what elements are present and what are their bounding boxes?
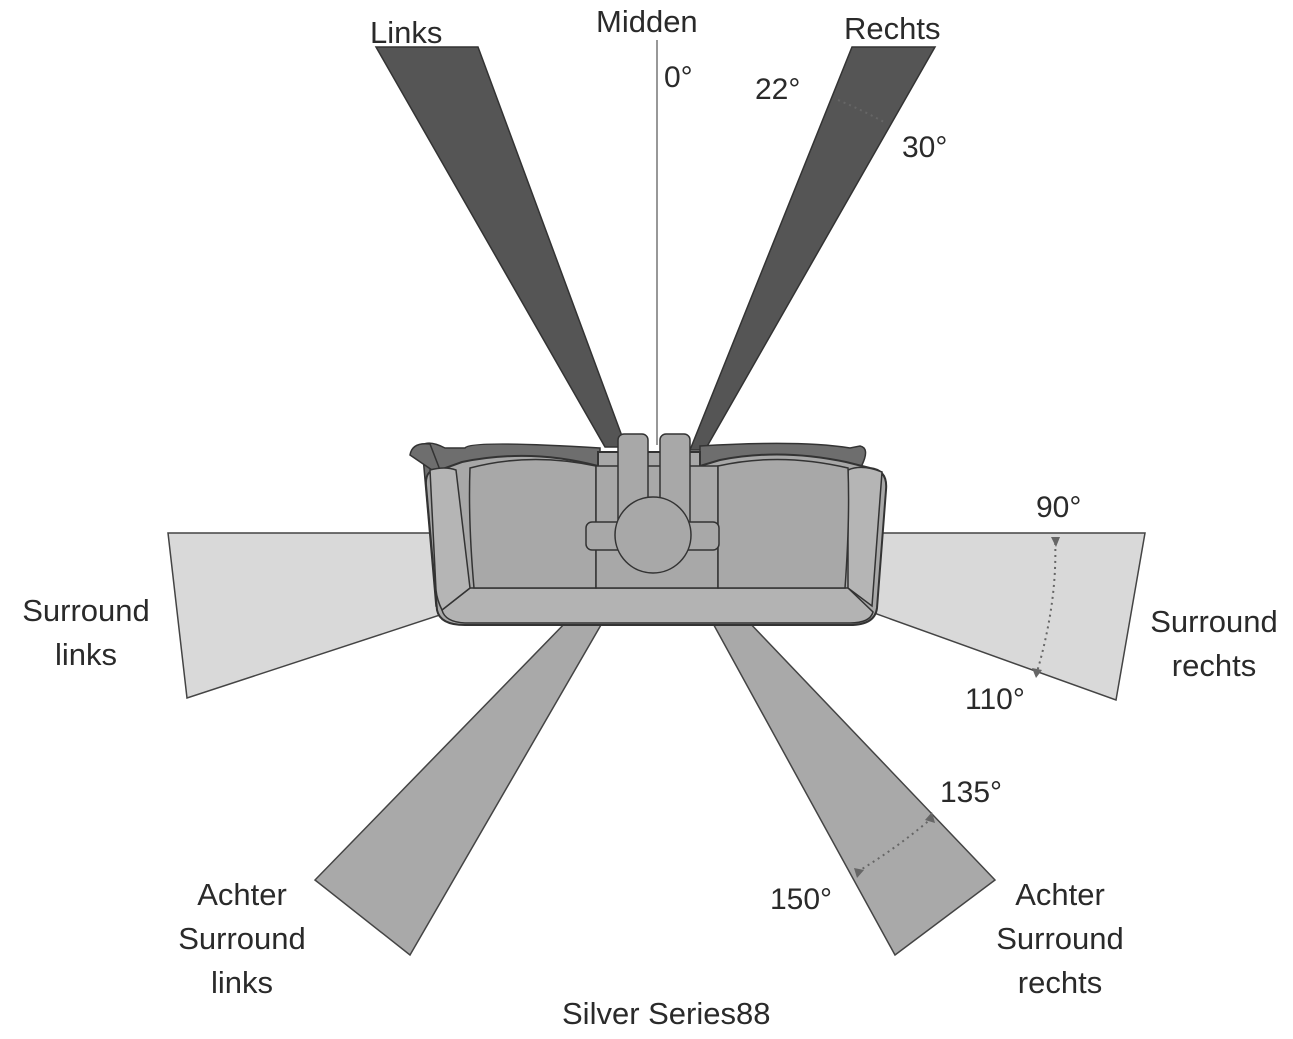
label-surround-right-line1: Surround — [1150, 604, 1278, 639]
sofa-cushion-left — [468, 458, 597, 589]
side-arc-arrow-top — [1051, 537, 1060, 547]
angle-center: 0° — [664, 61, 693, 94]
sofa-left-back-shadow — [409, 442, 442, 471]
front-left-beam — [374, 46, 628, 448]
label-surround-right: Surround rechts — [1136, 600, 1292, 688]
side-angle-arc — [1036, 536, 1057, 673]
side-arc-arrow-bottom — [1032, 668, 1042, 678]
angle-front-max: 30° — [902, 131, 948, 164]
label-rear-left-line1: Achter — [197, 877, 287, 912]
label-surround-right-line2: rechts — [1171, 648, 1257, 683]
sofa-right-arm — [847, 466, 883, 608]
rear-arc-arrow-top — [925, 812, 935, 823]
surround-left-beam — [167, 532, 441, 699]
label-rear-left-line3: links — [210, 965, 273, 1000]
sofa-seat-front — [441, 587, 874, 624]
label-center: Midden — [596, 4, 698, 39]
surround-right-beam — [873, 532, 1146, 702]
rear-left-beam — [313, 617, 607, 957]
label-rear-right-line3: rechts — [1017, 965, 1103, 1000]
person-head — [614, 496, 692, 574]
angle-side-min: 90° — [1036, 491, 1082, 524]
label-front-left: Links — [370, 15, 443, 50]
sofa — [409, 433, 888, 626]
angle-front-min: 22° — [755, 73, 801, 106]
angle-rear-max: 150° — [770, 883, 833, 916]
front-angle-arc — [837, 99, 885, 123]
label-rear-left-line2: Surround — [178, 921, 306, 956]
label-surround-left: Surround links — [8, 589, 164, 677]
label-surround-left-line1: Surround — [22, 593, 150, 628]
sofa-left-arm — [429, 467, 471, 612]
footer-caption: Silver Series88 — [562, 996, 771, 1031]
angle-rear-min: 135° — [940, 776, 1003, 809]
label-rear-right-line1: Achter — [1015, 877, 1105, 912]
label-front-right: Rechts — [844, 11, 941, 46]
angle-side-max: 110° — [965, 683, 1025, 716]
label-rear-right: Achter Surround rechts — [980, 873, 1140, 1005]
label-rear-right-line2: Surround — [996, 921, 1124, 956]
rear-arc-arrow-bottom — [854, 868, 864, 878]
sofa-cushion-right — [717, 458, 850, 589]
label-surround-left-line2: links — [54, 637, 117, 672]
label-rear-left: Achter Surround links — [162, 873, 322, 1005]
front-right-beam — [688, 46, 937, 451]
